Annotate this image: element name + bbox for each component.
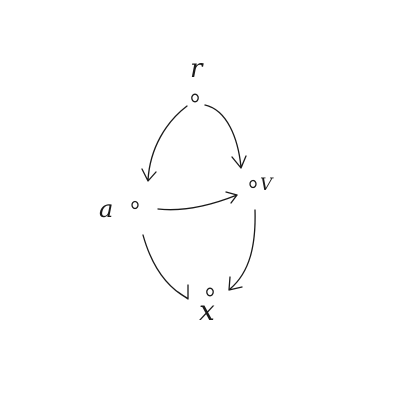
node-r: r bbox=[190, 54, 204, 103]
edge-r-to-v bbox=[204, 104, 247, 169]
node-v-dot bbox=[249, 179, 257, 189]
node-v: V bbox=[249, 175, 274, 195]
node-r-label: r bbox=[190, 54, 204, 84]
edge-a-to-v-line bbox=[157, 194, 238, 211]
arrowhead bbox=[228, 276, 243, 291]
arrowhead bbox=[225, 191, 238, 204]
node-a: a bbox=[99, 195, 139, 223]
node-x-dot bbox=[206, 287, 214, 297]
edge-v-to-x-line bbox=[229, 209, 256, 290]
edge-a-to-x-line bbox=[142, 234, 188, 299]
edge-a-to-v bbox=[157, 191, 238, 211]
edge-r-to-v-line bbox=[204, 104, 242, 168]
edge-v-to-x bbox=[228, 209, 256, 291]
arrowhead bbox=[177, 284, 189, 300]
edge-r-to-a-line bbox=[147, 105, 188, 181]
edge-a-to-x bbox=[142, 234, 189, 300]
node-v-label: V bbox=[260, 175, 274, 195]
arrowhead bbox=[231, 155, 247, 169]
edge-r-to-a bbox=[141, 105, 188, 182]
node-x: x bbox=[199, 287, 215, 327]
node-a-label: a bbox=[99, 195, 113, 223]
arrowhead bbox=[141, 168, 157, 182]
node-r-dot bbox=[191, 93, 199, 103]
node-a-dot bbox=[131, 200, 139, 210]
node-x-label: x bbox=[199, 294, 215, 327]
